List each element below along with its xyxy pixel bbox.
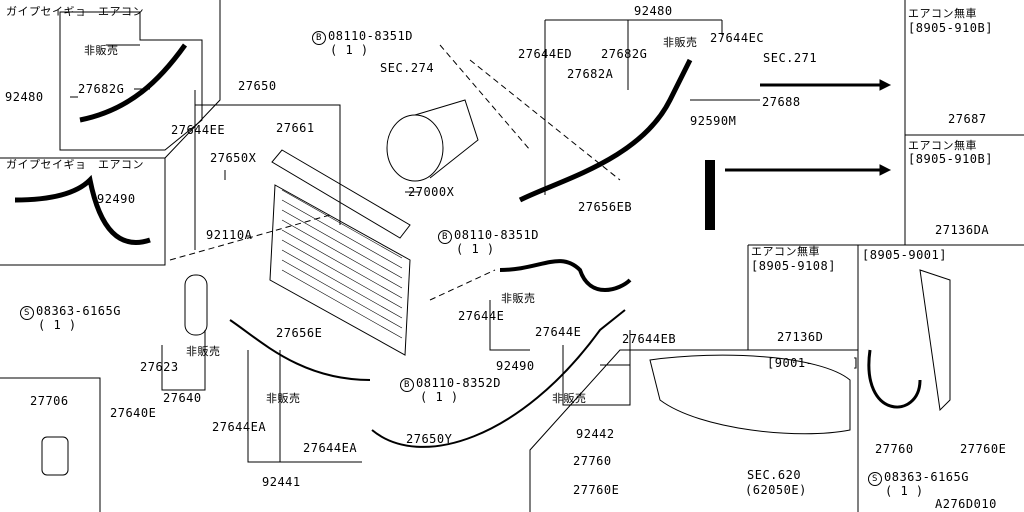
part-27644EE[interactable]: 27644EE [171, 123, 226, 137]
part-92480[interactable]: 92480 [5, 90, 44, 104]
variant-label-mid: ガイプセイギョ エアコン [6, 158, 144, 171]
no-ac-label: エアコン無車 [908, 7, 977, 20]
section-274[interactable]: SEC.274 [380, 61, 435, 75]
part-27644ED[interactable]: 27644ED [518, 47, 573, 61]
part-27000X[interactable]: 27000X [408, 185, 455, 199]
variant-label-top: ガイプセイギョ エアコン [6, 5, 144, 18]
date-range: [8905-9001] [862, 248, 947, 262]
part-27706[interactable]: 27706 [30, 394, 69, 408]
circle-b-icon: B [438, 230, 452, 244]
part-27656EB[interactable]: 27656EB [578, 200, 633, 214]
not-for-sale-label: 非販売 [663, 36, 698, 49]
not-for-sale-label: 非販売 [501, 292, 536, 305]
section-620[interactable]: SEC.620 [747, 468, 802, 482]
quantity: ( 1 ) [420, 390, 459, 404]
part-27650[interactable]: 27650 [238, 79, 277, 93]
section-271[interactable]: SEC.271 [763, 51, 818, 65]
part-27760-bottom[interactable]: 27760 [573, 454, 612, 468]
bolt-code: 08110-8352D [416, 376, 501, 390]
part-27644EB[interactable]: 27644EB [622, 332, 677, 346]
part-27644E-b[interactable]: 27644E [535, 325, 582, 339]
not-for-sale-label: 非販売 [552, 392, 587, 405]
screw-code: 08363-6165G [36, 304, 121, 318]
part-92490[interactable]: 92490 [97, 192, 136, 206]
circle-s-icon: S [20, 306, 34, 320]
part-27136D[interactable]: 27136D [777, 330, 824, 344]
not-for-sale-label: 非販売 [84, 44, 119, 57]
quantity: ( 1 ) [330, 43, 369, 57]
part-27640E[interactable]: 27640E [110, 406, 157, 420]
part-92490-right[interactable]: 92490 [496, 359, 535, 373]
bolt-code: 08110-8351D [454, 228, 539, 242]
part-27688[interactable]: 27688 [762, 95, 801, 109]
part-27644EA-a[interactable]: 27644EA [212, 420, 267, 434]
no-ac-label: エアコン無車 [751, 245, 820, 258]
screw-code: 08363-6165G [884, 470, 969, 484]
part-92442[interactable]: 92442 [576, 427, 615, 441]
not-for-sale-label: 非販売 [186, 345, 221, 358]
date-range: [8905-910B] [908, 152, 993, 166]
part-27760-right[interactable]: 27760 [875, 442, 914, 456]
part-62050E[interactable]: (62050E) [745, 483, 807, 497]
part-27136DA[interactable]: 27136DA [935, 223, 990, 237]
circle-s-icon: S [868, 472, 882, 486]
no-ac-label: エアコン無車 [908, 139, 977, 152]
date-range: [9001- ] [767, 356, 860, 370]
part-92480-right[interactable]: 92480 [634, 4, 673, 18]
part-27650Y[interactable]: 27650Y [406, 432, 453, 446]
part-92441[interactable]: 92441 [262, 475, 301, 489]
part-27650X[interactable]: 27650X [210, 151, 257, 165]
not-for-sale-label: 非販売 [266, 392, 301, 405]
date-range: [8905-9108] [751, 259, 836, 273]
part-27644EC[interactable]: 27644EC [710, 31, 765, 45]
part-27682A[interactable]: 27682A [567, 67, 614, 81]
part-92590M[interactable]: 92590M [690, 114, 737, 128]
part-27760E-bottom[interactable]: 27760E [573, 483, 620, 497]
quantity: ( 1 ) [456, 242, 495, 256]
part-27682G-right[interactable]: 27682G [601, 47, 648, 61]
part-27644EA-b[interactable]: 27644EA [303, 441, 358, 455]
part-27644E-a[interactable]: 27644E [458, 309, 505, 323]
circle-b-icon: B [400, 378, 414, 392]
circle-b-icon: B [312, 31, 326, 45]
part-92110A[interactable]: 92110A [206, 228, 253, 242]
part-27623[interactable]: 27623 [140, 360, 179, 374]
quantity: ( 1 ) [38, 318, 77, 332]
part-27656E[interactable]: 27656E [276, 326, 323, 340]
part-27661[interactable]: 27661 [276, 121, 315, 135]
part-27687[interactable]: 27687 [948, 112, 987, 126]
quantity: ( 1 ) [885, 484, 924, 498]
date-range: [8905-910B] [908, 21, 993, 35]
part-27640[interactable]: 27640 [163, 391, 202, 405]
bolt-code: 08110-8351D [328, 29, 413, 43]
part-27682G[interactable]: 27682G [78, 82, 125, 96]
diagram-id: A276D010 [935, 497, 997, 511]
part-27760E-right[interactable]: 27760E [960, 442, 1007, 456]
